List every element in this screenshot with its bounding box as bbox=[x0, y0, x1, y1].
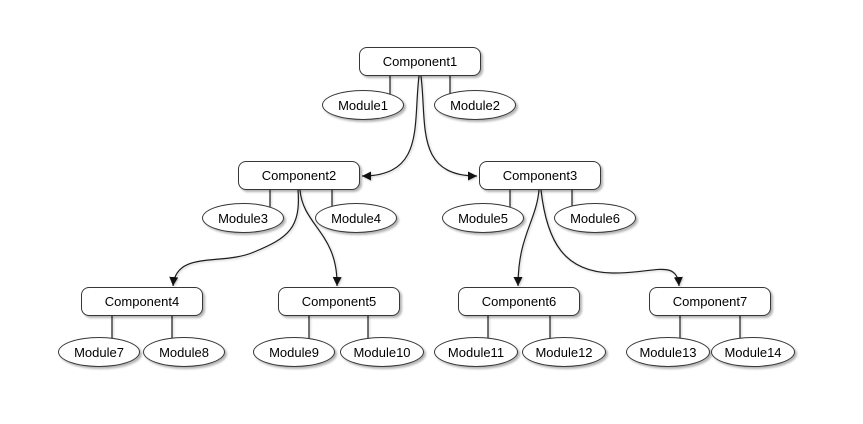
node-component2: Component2 bbox=[238, 161, 360, 190]
node-module3: Module3 bbox=[202, 203, 284, 233]
edge-component3-component7 bbox=[540, 189, 683, 287]
node-component6: Component6 bbox=[458, 287, 580, 316]
node-component3: Component3 bbox=[479, 161, 601, 190]
edge-component3-component6 bbox=[513, 189, 540, 287]
node-component7: Component7 bbox=[649, 287, 771, 316]
edge-component2-component5 bbox=[299, 189, 342, 287]
node-module9: Module9 bbox=[253, 337, 335, 367]
node-module8: Module8 bbox=[143, 337, 225, 367]
node-module4: Module4 bbox=[315, 203, 397, 233]
node-module10: Module10 bbox=[340, 337, 424, 367]
node-module7: Module7 bbox=[58, 337, 140, 367]
edge-component1-component3 bbox=[420, 75, 478, 181]
edge-component2-component4 bbox=[169, 189, 300, 287]
node-module2: Module2 bbox=[434, 90, 516, 120]
node-module11: Module11 bbox=[434, 337, 518, 367]
node-component1: Component1 bbox=[359, 47, 481, 76]
node-module12: Module12 bbox=[522, 337, 606, 367]
node-module13: Module13 bbox=[626, 337, 710, 367]
edge-component1-component2 bbox=[361, 75, 420, 181]
node-component4: Component4 bbox=[81, 287, 203, 316]
node-module14: Module14 bbox=[711, 337, 795, 367]
node-module6: Module6 bbox=[554, 203, 636, 233]
node-component5: Component5 bbox=[278, 287, 400, 316]
node-module1: Module1 bbox=[322, 90, 404, 120]
node-module5: Module5 bbox=[442, 203, 524, 233]
